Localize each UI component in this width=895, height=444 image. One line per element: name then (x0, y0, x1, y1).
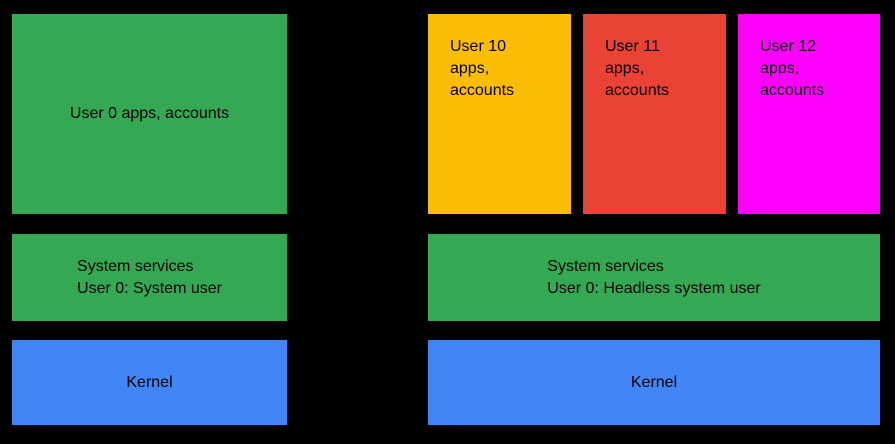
right-kernel-box: Kernel (428, 340, 880, 425)
left-kernel-label: Kernel (126, 373, 173, 391)
left-system-services-label: System services User 0: System user (77, 257, 222, 297)
left-user0-apps-box: User 0 apps, accounts (12, 14, 287, 214)
right-user12-apps-box: User 12 apps, accounts (738, 14, 880, 214)
right-user12-apps-label: User 12 apps, accounts (760, 38, 825, 99)
right-user11-apps-box: User 11 apps, accounts (583, 14, 726, 214)
right-system-services-box: System services User 0: Headless system … (428, 234, 880, 321)
right-user11-apps-label: User 11 apps, accounts (605, 38, 670, 99)
right-system-services-label: System services User 0: Headless system … (547, 257, 761, 297)
left-system-services-box: System services User 0: System user (12, 234, 287, 321)
left-user0-apps-label: User 0 apps, accounts (69, 105, 230, 122)
right-user10-apps-box: User 10 apps, accounts (428, 14, 571, 214)
right-user10-apps-label: User 10 apps, accounts (450, 38, 515, 99)
right-kernel-label: Kernel (630, 373, 678, 391)
left-kernel-box: Kernel (12, 340, 287, 425)
